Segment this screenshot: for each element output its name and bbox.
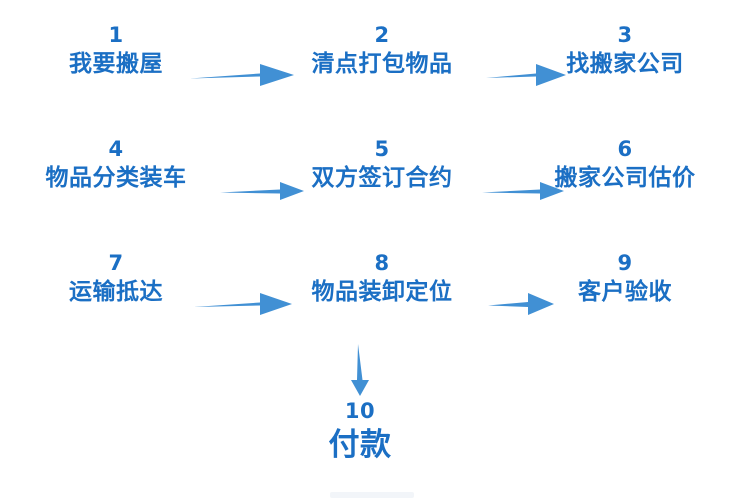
arrow-step8-to-step10 [342, 342, 378, 398]
step-node-9[interactable]: 9 客户验收 [578, 250, 672, 308]
step-label-2: 清点打包物品 [311, 51, 453, 77]
step-number-10: 10 [344, 399, 376, 423]
step-label-10: 付款 [328, 427, 392, 463]
step-node-3[interactable]: 3 找搬家公司 [566, 22, 684, 80]
step-label-1: 我要搬屋 [69, 51, 163, 77]
step-label-7: 运输抵达 [69, 279, 163, 305]
step-number-6: 6 [617, 137, 633, 161]
arrow-step2-to-step3 [484, 58, 568, 92]
step-label-5: 双方签订合约 [311, 165, 453, 191]
arrow-step4-to-step5 [218, 178, 306, 204]
step-number-8: 8 [374, 251, 390, 275]
step-node-8[interactable]: 8 物品装卸定位 [312, 250, 453, 308]
step-node-4[interactable]: 4 物品分类装车 [46, 136, 187, 194]
step-number-2: 2 [374, 23, 390, 47]
step-label-4: 物品分类装车 [45, 165, 187, 191]
step-node-5[interactable]: 5 双方签订合约 [312, 136, 453, 194]
bottom-edge-artifact [330, 492, 414, 498]
arrow-step7-to-step8 [192, 288, 294, 320]
arrow-step1-to-step2 [188, 58, 296, 92]
arrow-step5-to-step6 [480, 178, 566, 204]
step-node-7[interactable]: 7 运输抵达 [69, 250, 163, 308]
step-number-5: 5 [374, 137, 390, 161]
step-node-6[interactable]: 6 搬家公司估价 [555, 136, 696, 194]
step-node-10[interactable]: 10 付款 [329, 398, 392, 466]
step-number-3: 3 [617, 23, 633, 47]
step-number-9: 9 [617, 251, 633, 275]
step-label-8: 物品装卸定位 [311, 279, 453, 305]
arrow-step8-to-step9 [486, 290, 556, 318]
step-number-1: 1 [108, 23, 124, 47]
step-node-2[interactable]: 2 清点打包物品 [312, 22, 453, 80]
step-label-3: 找搬家公司 [566, 51, 684, 77]
step-label-6: 搬家公司估价 [554, 165, 696, 191]
step-number-4: 4 [108, 137, 124, 161]
step-number-7: 7 [108, 251, 124, 275]
step-node-1[interactable]: 1 我要搬屋 [69, 22, 163, 80]
step-label-9: 客户验收 [578, 279, 672, 305]
